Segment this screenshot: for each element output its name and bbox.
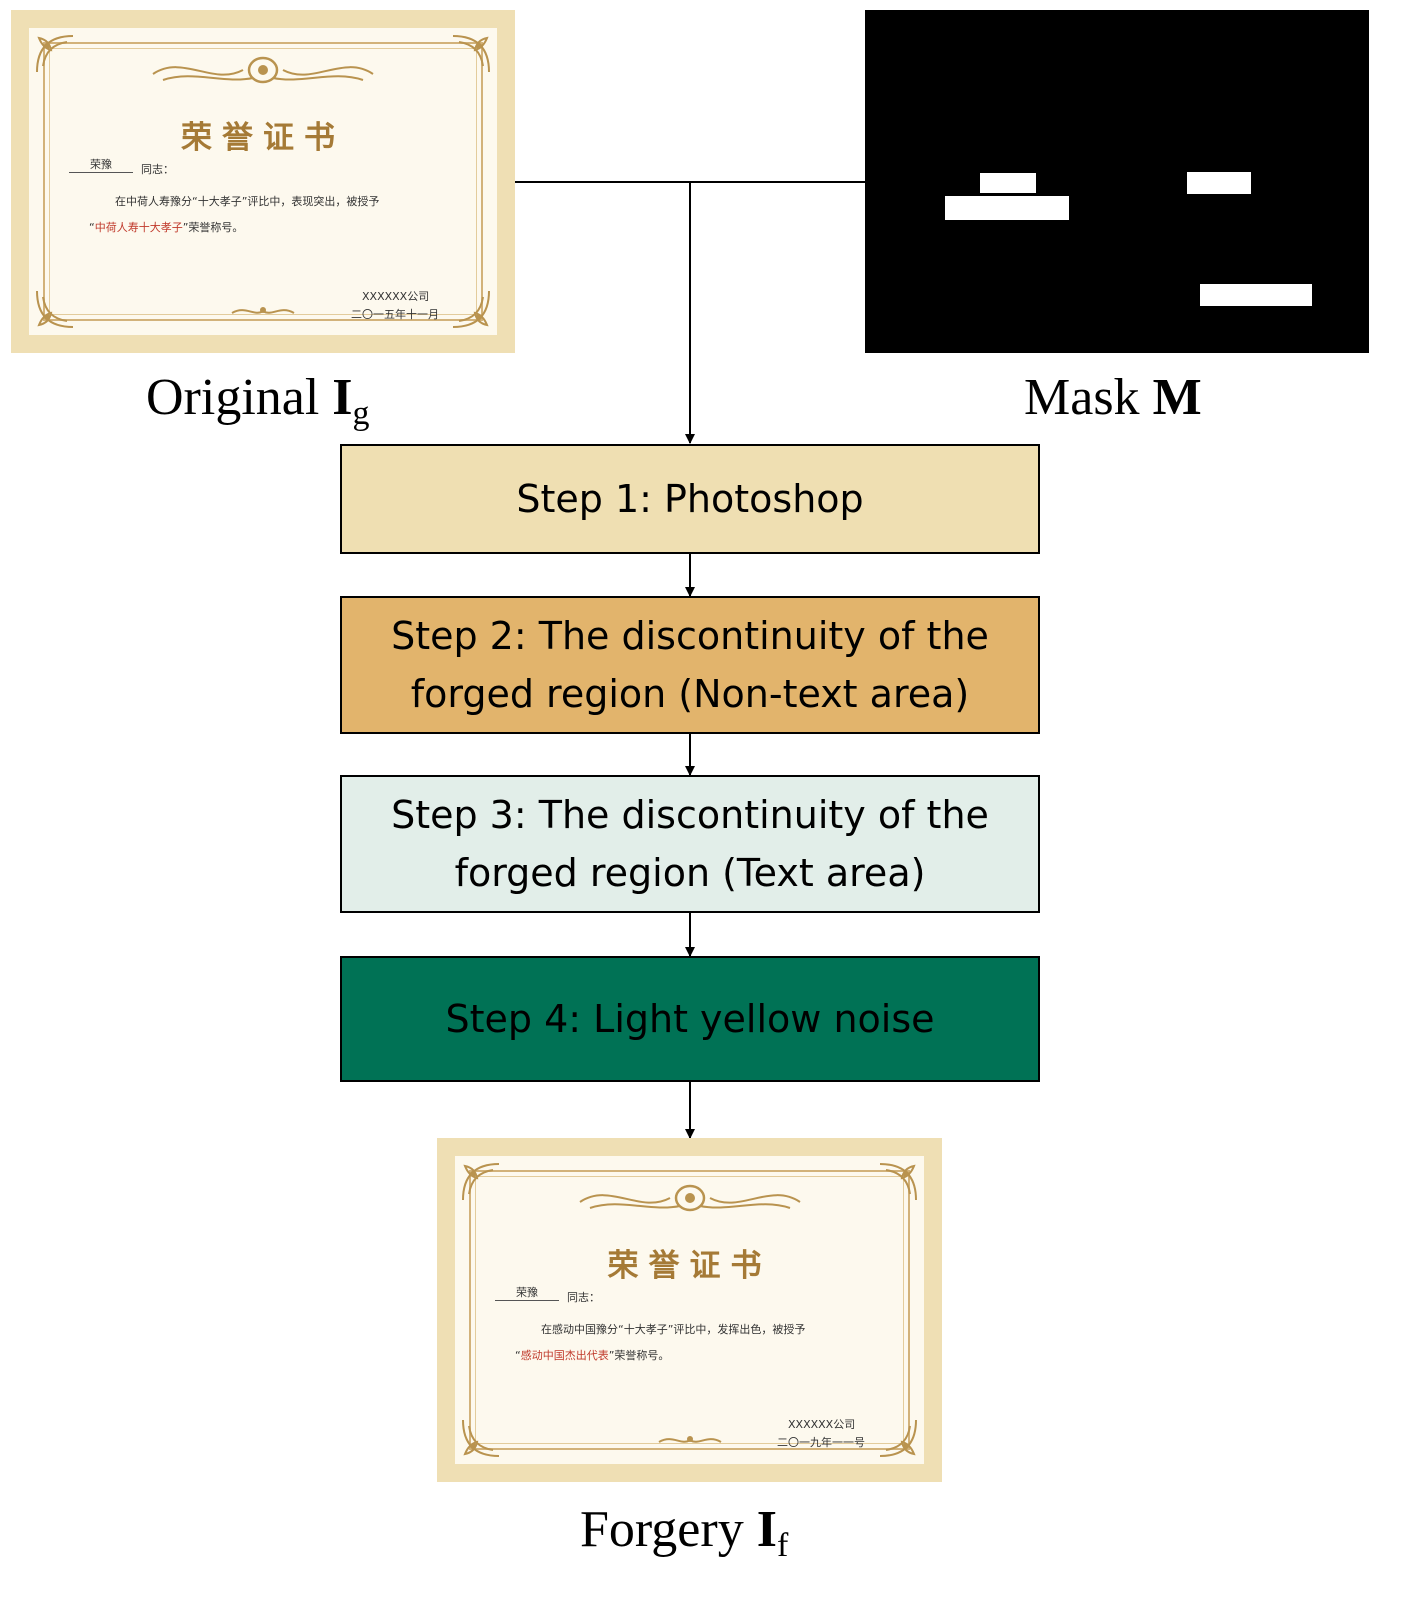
mask-image [865, 10, 1369, 353]
original-caption-subscript: g [352, 395, 370, 432]
certificate-honor-line: “感动中国杰出代表”荣誉称号。 [515, 1347, 669, 1363]
mask-region-date [1200, 284, 1312, 306]
step-3-box: Step 3: The discontinuity of the forged … [340, 775, 1040, 913]
mask-region-name [980, 173, 1036, 193]
forgery-caption: Forgery If [580, 1500, 788, 1565]
certificate-body-line: 在感动中国豫分“十大孝子”评比中，发挥出色，被授予 [541, 1323, 806, 1336]
bottom-ornament-icon [231, 307, 295, 314]
mask-region-line [1187, 172, 1251, 194]
certificate-title: 荣誉证书 [181, 120, 345, 156]
mask-caption-word: Mask [1024, 369, 1140, 426]
issue-date: 二〇一五年十一月 [351, 308, 439, 321]
step-4-box: Step 4: Light yellow noise [340, 956, 1040, 1082]
step-2-box: Step 2: The discontinuity of the forged … [340, 596, 1040, 734]
mask-region-body [945, 196, 1069, 220]
salutation: 同志： [141, 163, 174, 176]
forgery-caption-word: Forgery [580, 1501, 744, 1558]
certificate-honor-line: “中荷人寿十大孝子”荣誉称号。 [89, 219, 243, 235]
quote-close: ”荣誉称号。 [182, 221, 244, 234]
original-certificate-image: 荣誉证书 荣豫 同志： 在中荷人寿豫分“十大孝子”评比中，表现突出，被授予 “中… [11, 10, 515, 353]
step-2-label-line1: Step 2: The discontinuity of the [391, 614, 989, 658]
certificate-paper: 荣誉证书 荣豫 同志： 在感动中国豫分“十大孝子”评比中，发挥出色，被授予 “感… [455, 1156, 924, 1464]
step-2-label-line2: forged region (Non-text area) [410, 672, 970, 716]
certificate-border [469, 1170, 910, 1450]
original-caption: Original Ig [146, 368, 370, 433]
bottom-ornament-icon [658, 1436, 721, 1443]
honor-title: 感动中国杰出代表 [520, 1349, 609, 1362]
forgery-certificate-image: 荣誉证书 荣豫 同志： 在感动中国豫分“十大孝子”评比中，发挥出色，被授予 “感… [437, 1138, 942, 1482]
certificate-inner-border [475, 1176, 904, 1444]
step-4-label: Step 4: Light yellow noise [445, 997, 935, 1041]
original-caption-word: Original [146, 369, 320, 426]
step-1-label: Step 1: Photoshop [516, 477, 864, 521]
certificate-paper: 荣誉证书 荣豫 同志： 在中荷人寿豫分“十大孝子”评比中，表现突出，被授予 “中… [29, 28, 497, 335]
step-3-label-line2: forged region (Text area) [454, 851, 926, 895]
mask-caption: Mask M [1024, 368, 1202, 427]
issuer-company: XXXXXX公司 [362, 290, 430, 303]
corner-flourish-icon [879, 1419, 917, 1457]
certificate-border [43, 42, 483, 321]
step-1-box: Step 1: Photoshop [340, 444, 1040, 554]
corner-flourish-icon [462, 1419, 500, 1457]
certificate-title: 荣誉证书 [607, 1248, 772, 1284]
corner-flourish-icon [462, 1163, 500, 1201]
forgery-caption-subscript: f [776, 1527, 789, 1564]
certificate-inner-border [49, 48, 477, 315]
step-3-label-line1: Step 3: The discontinuity of the [391, 793, 989, 837]
top-ornament-icon [578, 1184, 801, 1212]
issuer-company: XXXXXX公司 [788, 1418, 856, 1431]
quote-open: “ [89, 221, 95, 234]
forgery-caption-symbol: I [756, 1501, 777, 1558]
corner-flourish-icon [452, 290, 490, 328]
quote-close: ”荣誉称号。 [608, 1349, 670, 1362]
recipient-name: 荣豫 [495, 1286, 559, 1301]
quote-open: “ [515, 1349, 521, 1362]
corner-flourish-icon [36, 35, 74, 73]
original-caption-symbol: I [332, 369, 353, 426]
corner-flourish-icon [36, 290, 74, 328]
issue-date: 二〇一九年一一号 [777, 1436, 865, 1449]
recipient-name: 荣豫 [69, 158, 133, 173]
corner-flourish-icon [452, 35, 490, 73]
salutation: 同志： [567, 1291, 600, 1304]
certificate-body-line: 在中荷人寿豫分“十大孝子”评比中，表现突出，被授予 [115, 195, 380, 208]
corner-flourish-icon [879, 1163, 917, 1201]
mask-caption-symbol: M [1152, 369, 1202, 426]
top-ornament-icon [152, 56, 374, 84]
honor-title: 中荷人寿十大孝子 [94, 221, 183, 234]
